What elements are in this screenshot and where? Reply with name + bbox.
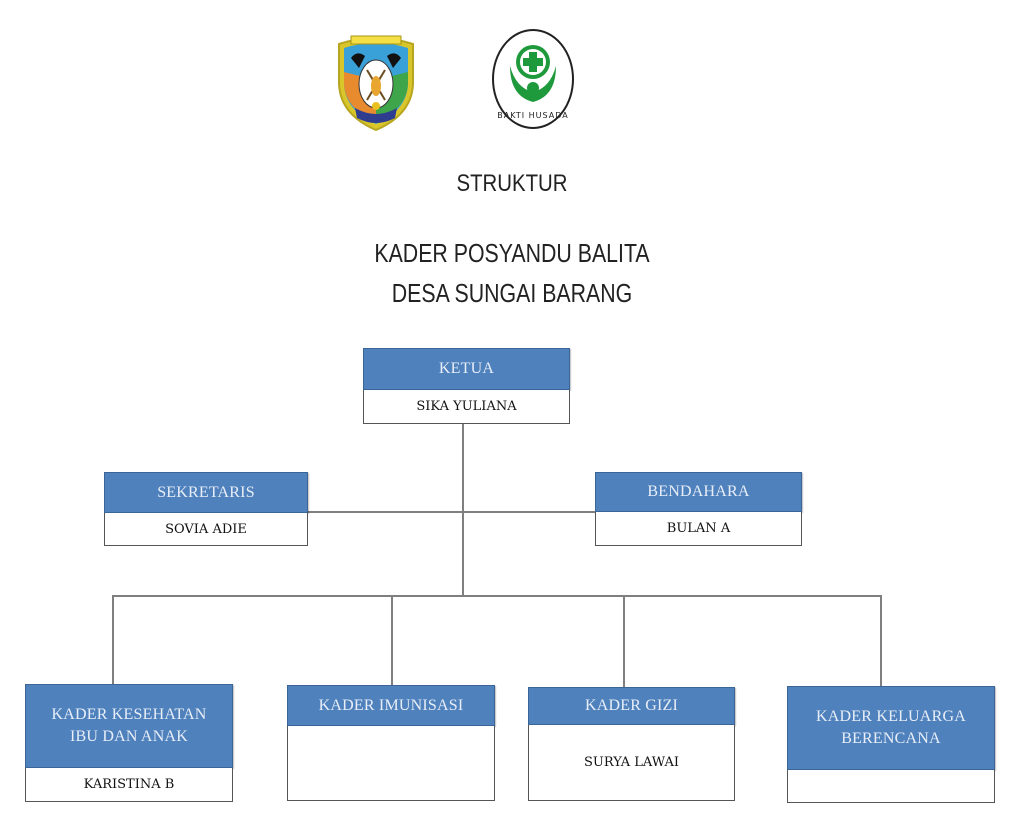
- role-label: KADER GIZI: [528, 687, 735, 725]
- member-name: [287, 726, 495, 801]
- node-ketua: KETUA SIKA YULIANA: [363, 348, 570, 424]
- node-kader-keluarga-berencana: KADER KELUARGA BERENCANA: [787, 686, 995, 803]
- connector-kader-1: [112, 595, 114, 685]
- connector-kader-4: [880, 595, 882, 686]
- connector-ketua-vertical: [462, 424, 464, 597]
- role-label: KADER KELUARGA BERENCANA: [787, 686, 995, 770]
- role-label: KADER IMUNISASI: [287, 685, 495, 726]
- member-name: KARISTINA B: [25, 768, 233, 802]
- connector-kader-2: [391, 595, 393, 685]
- member-name: BULAN A: [595, 512, 802, 546]
- role-label: BENDAHARA: [595, 472, 802, 512]
- member-name: SIKA YULIANA: [363, 390, 570, 424]
- title-desa: DESA SUNGAI BARANG: [391, 278, 633, 308]
- node-kader-imunisasi: KADER IMUNISASI: [287, 685, 495, 801]
- member-name: SOVIA ADIE: [104, 513, 308, 546]
- node-sekretaris: SEKRETARIS SOVIA ADIE: [104, 472, 308, 546]
- title-kader-posyandu: KADER POSYANDU BALITA: [374, 238, 650, 268]
- node-bendahara: BENDAHARA BULAN A: [595, 472, 802, 546]
- node-kader-gizi: KADER GIZI SURYA LAWAI: [528, 687, 735, 801]
- title-struktur: STRUKTUR: [456, 170, 568, 197]
- connector-kader-3: [623, 595, 625, 687]
- node-kader-kesehatan-ibu-anak: KADER KESEHATAN IBU DAN ANAK KARISTINA B: [25, 684, 233, 802]
- bakti-husada-logo: BAKTI HUSADA: [490, 26, 576, 132]
- connector-sekretaris-bendahara: [308, 511, 596, 513]
- role-label: SEKRETARIS: [104, 472, 308, 513]
- role-label: KADER KESEHATAN IBU DAN ANAK: [25, 684, 233, 768]
- svg-text:BAKTI HUSADA: BAKTI HUSADA: [497, 111, 568, 120]
- member-name: SURYA LAWAI: [528, 725, 735, 801]
- role-label: KETUA: [363, 348, 570, 390]
- member-name: [787, 770, 995, 803]
- kabupaten-malinau-crest-logo: [333, 22, 419, 134]
- connector-kader-horizontal: [112, 595, 882, 597]
